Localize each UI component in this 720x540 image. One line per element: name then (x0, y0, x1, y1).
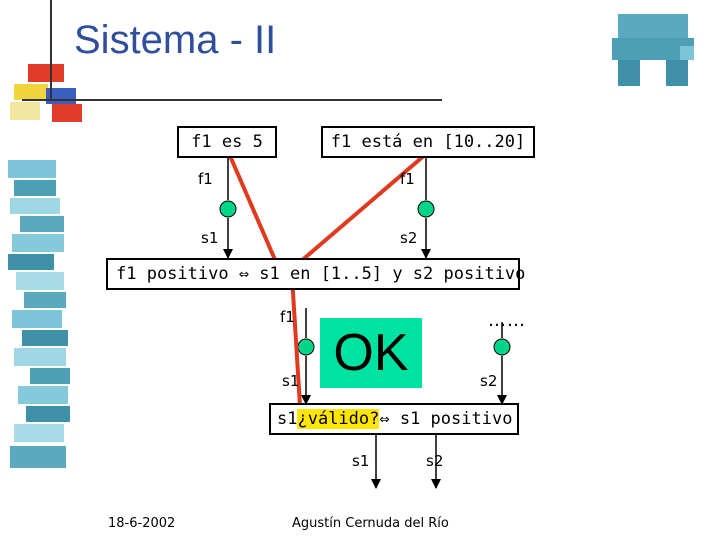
label-top-right-s2: s2 (400, 229, 417, 247)
label-top-right-f1: f1 (400, 170, 415, 188)
box-f1-condition: f1 positivo ⇔ s1 en [1..5] y s2 positivo (106, 258, 520, 290)
label-top-left-s1: s1 (201, 229, 218, 247)
top-left-node (220, 201, 236, 217)
mid-ellipsis: …… (488, 310, 526, 331)
label-mid-f1: f1 (280, 308, 295, 326)
validity-highlight: ¿válido? (297, 409, 379, 429)
box-s1-condition: s1¿válido?⇔ s1 positivo (269, 403, 519, 435)
box-f1-es-5: f1 es 5 (177, 126, 277, 158)
label-bottom-s2: s2 (426, 452, 443, 470)
red-arrow-right (300, 142, 440, 262)
s1-suffix: ⇔ s1 positivo (379, 409, 512, 429)
label-mid-s2: s2 (480, 372, 497, 390)
s1-prefix: s1 (277, 409, 297, 429)
label-top-left-f1: f1 (198, 170, 213, 188)
footer-date: 18-6-2002 (108, 516, 175, 531)
mid-right-node (494, 339, 510, 355)
ok-box: OK (320, 318, 422, 388)
label-mid-s1: s1 (282, 372, 299, 390)
box-f1-range: f1 está en [10..20] (321, 126, 535, 158)
mid-left-node (298, 339, 314, 355)
footer-author: Agustín Cernuda del Río (292, 516, 449, 531)
label-bottom-s1: s1 (352, 452, 369, 470)
top-right-node (418, 201, 434, 217)
